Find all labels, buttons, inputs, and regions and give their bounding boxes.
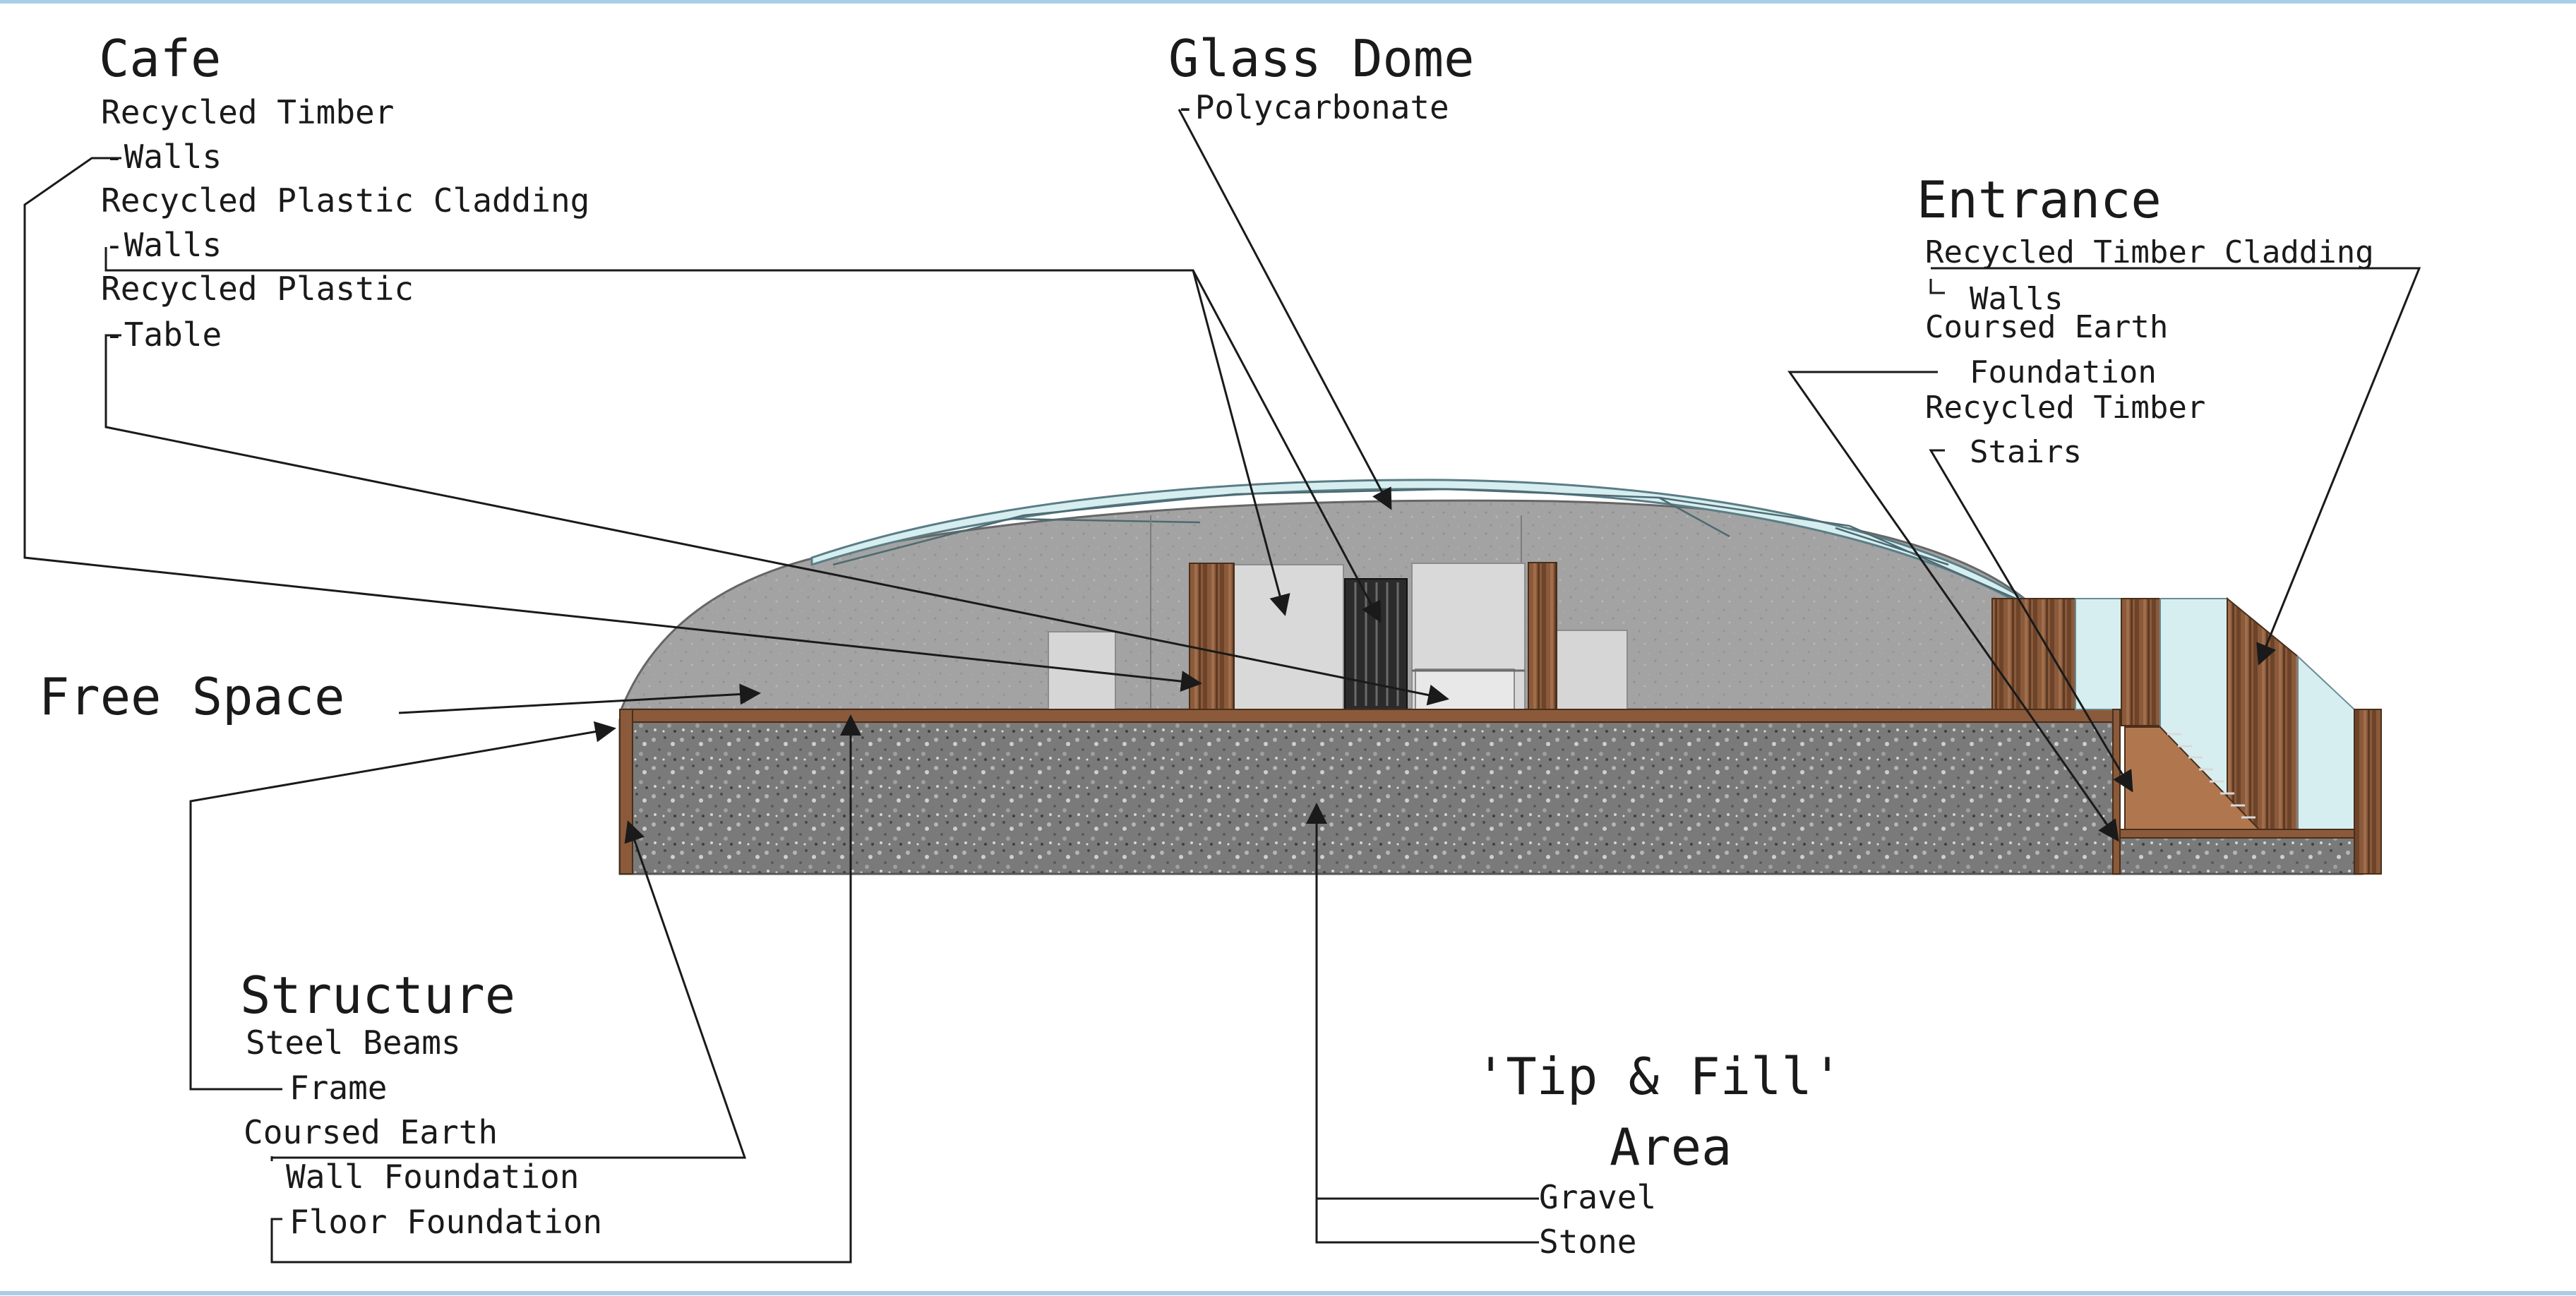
entrance-item: Recycled Timber Cladding (1925, 234, 2374, 270)
timber-post-left (1189, 563, 1235, 710)
entrance-gravel (2115, 835, 2364, 875)
tip-fill-title: 'Tip & Fill' (1475, 1047, 1843, 1106)
cafe-item: Recycled Plastic (101, 270, 414, 308)
leader-entrance-stairs (1929, 449, 2133, 793)
cafe-item: Recycled Timber (101, 93, 394, 131)
leader-cafe-cladding-walls (104, 247, 1290, 616)
leader-entrance-walls-bracket (1929, 279, 1945, 294)
back-panel-right (1556, 630, 1628, 710)
entrance-divider-post (2112, 709, 2121, 875)
leader-glass-dome (1178, 109, 1392, 510)
cafe-item: Recycled Plastic Cladding (101, 181, 589, 220)
structure-item: Wall Foundation (286, 1158, 579, 1196)
glass-dome-title: Glass Dome (1168, 29, 1474, 88)
cafe-item: -Walls (104, 226, 222, 264)
structure-item: Frame (289, 1069, 387, 1107)
leader-cafe-timber-walls (23, 157, 1202, 692)
glass-dome-item: -Polycarbonate (1175, 88, 1449, 126)
entrance-item: Foundation (1970, 354, 2157, 390)
leader-cafe-cladding-walls-2 (1192, 270, 1382, 623)
structure-item: Steel Beams (246, 1024, 461, 1062)
entrance-item: Walls (1970, 281, 2063, 317)
tip-fill-item: Stone (1539, 1223, 1636, 1261)
leader-entrance-foundation (1787, 371, 2119, 842)
entrance-end-post (2354, 709, 2382, 875)
cafe-item: -Walls (104, 138, 222, 176)
timber-post-right (1528, 562, 1557, 710)
tip-fill-item: Gravel (1539, 1178, 1656, 1216)
entrance-title: Entrance (1917, 170, 2162, 229)
free-space-title: Free Space (39, 667, 345, 726)
tip-fill-subtitle: Area (1610, 1117, 1732, 1177)
entrance-timber-wall-left (1991, 598, 2076, 710)
entrance-glass (2075, 598, 2122, 710)
cafe-item: -Table (104, 316, 222, 354)
entrance-stair-steps (2167, 733, 2256, 819)
plastic-table (1415, 668, 1515, 710)
leader-entrance-cladding (1931, 267, 2421, 666)
entrance-item: Stairs (1970, 434, 2082, 470)
entrance-item: Recycled Timber (1925, 390, 2205, 426)
gravel-foundation (618, 719, 2118, 875)
cafe-title: Cafe (99, 29, 221, 88)
cladding-panel-left (1233, 564, 1344, 710)
leader-structure-frame (189, 721, 616, 1091)
leader-structure-floor-foundation (270, 714, 861, 1264)
leader-structure-wall-foundation-2 (270, 820, 747, 1161)
leader-tip-fill-stone (1315, 1199, 1539, 1244)
left-wall-edge (619, 709, 633, 875)
entrance-timber-cladding (2227, 596, 2299, 836)
floor-beam (619, 709, 2117, 723)
structure-item: Coursed Earth (244, 1113, 498, 1151)
entrance-glass-slope (2297, 654, 2355, 836)
leader-free-space (398, 683, 761, 714)
structure-title: Structure (240, 966, 515, 1025)
entrance-item: Coursed Earth (1925, 309, 2168, 345)
entrance-floor-beam (2119, 829, 2355, 839)
glass-dome-frame (832, 488, 2020, 601)
structure-item: Floor Foundation (289, 1203, 602, 1241)
cafe-door-lines (1354, 582, 1399, 706)
entrance-timber-post (2121, 598, 2161, 726)
leader-cafe-table (104, 334, 1449, 706)
